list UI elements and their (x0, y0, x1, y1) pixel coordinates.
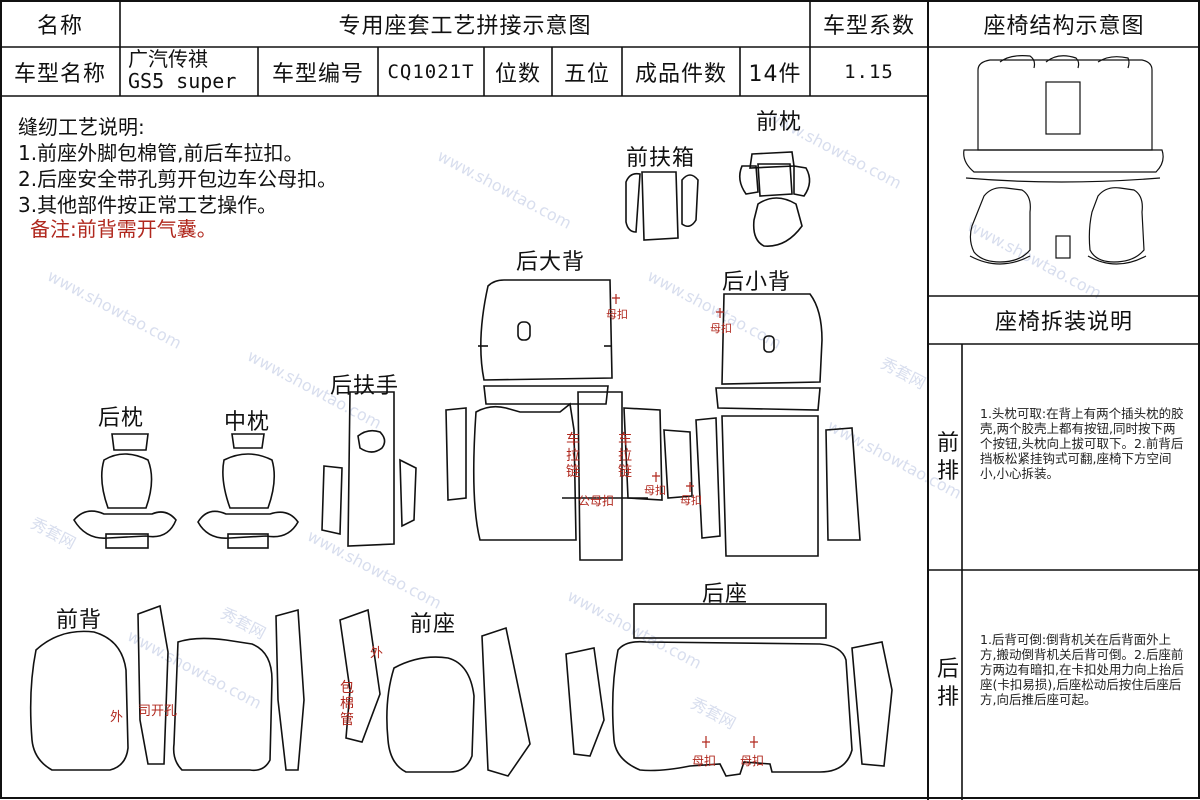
label-rear-small-back: 后小背 (722, 270, 792, 295)
rear-row-text: 1.后背可倒:倒背机关在后背面外上方,搬动倒背机关后背可倒。2.后座前方两边有暗… (980, 632, 1184, 707)
note-item: 3.其他部件按正常工艺操作。 (18, 193, 278, 217)
model-name-value: 广汽传祺 GS5 super (128, 48, 256, 96)
label-front-pillow: 前枕 (756, 110, 803, 135)
label-rear-big-back: 后大背 (516, 250, 586, 275)
notes-title: 缝纫工艺说明: (18, 115, 145, 139)
zipper-tag: 车拉链 (566, 432, 580, 480)
snap-tag: 母扣 (740, 754, 765, 768)
disassembly-title: 座椅拆装说明 (994, 310, 1133, 335)
label-front-back: 前背 (56, 608, 103, 633)
tube-tag: 包棉管 (340, 680, 354, 728)
front-row-text: 1.头枕可取:在背上有两个插头枕的胶壳,两个胶壳上都有按钮,同时按下两个按钮,头… (980, 406, 1184, 481)
structure-title: 座椅结构示意图 (983, 13, 1145, 39)
label-middle-pillow: 中枕 (224, 410, 271, 435)
seats-value: 五位 (563, 61, 610, 87)
snap-tag: 母扣 (692, 754, 717, 768)
snap-tag: 母扣 (644, 484, 666, 497)
note-item: 1.前座外脚包棉管,前后车拉扣。 (18, 141, 304, 165)
mesh-tag: 外 (370, 646, 384, 661)
pieces-value: 14件 (748, 61, 802, 87)
model-name-line1: 广汽传祺 (128, 47, 208, 71)
coefficient-label: 车型系数 (822, 13, 915, 39)
note-item: 2.后座安全带孔剪开包边车公母扣。 (18, 167, 338, 191)
page-title: 专用座套工艺拼接示意图 (338, 13, 592, 39)
label-rear-seat: 后座 (702, 582, 749, 607)
front-row-label: 前排 (936, 431, 959, 484)
model-name-label: 车型名称 (13, 61, 106, 87)
coefficient-value: 1.15 (844, 60, 894, 83)
model-name-line2: GS5 super (128, 69, 237, 93)
note-remark: 备注:前背需开气囊。 (30, 217, 217, 241)
zipper-tag: 车拉链 (618, 432, 632, 480)
name-label: 名称 (36, 13, 83, 39)
model-code-label: 车型编号 (271, 61, 364, 87)
male-female-tag: 公母扣 (578, 494, 615, 508)
label-front-armrest-box: 前扶箱 (626, 146, 696, 171)
model-code-value: CQ1021T (387, 60, 475, 83)
label-front-seat: 前座 (410, 612, 457, 637)
snap-tag: 母扣 (710, 322, 732, 335)
label-rear-armrest: 后扶手 (330, 374, 400, 399)
snap-tag: 母扣 (606, 308, 628, 321)
snap-tag: 母扣 (680, 494, 702, 507)
pieces-label: 成品件数 (634, 61, 727, 87)
outer-tag: 外 (110, 710, 124, 725)
seats-label: 位数 (494, 61, 541, 87)
hole-tag: 司开孔 (138, 704, 178, 719)
label-rear-pillow: 后枕 (98, 406, 145, 431)
rear-row-label: 后排 (936, 657, 959, 710)
